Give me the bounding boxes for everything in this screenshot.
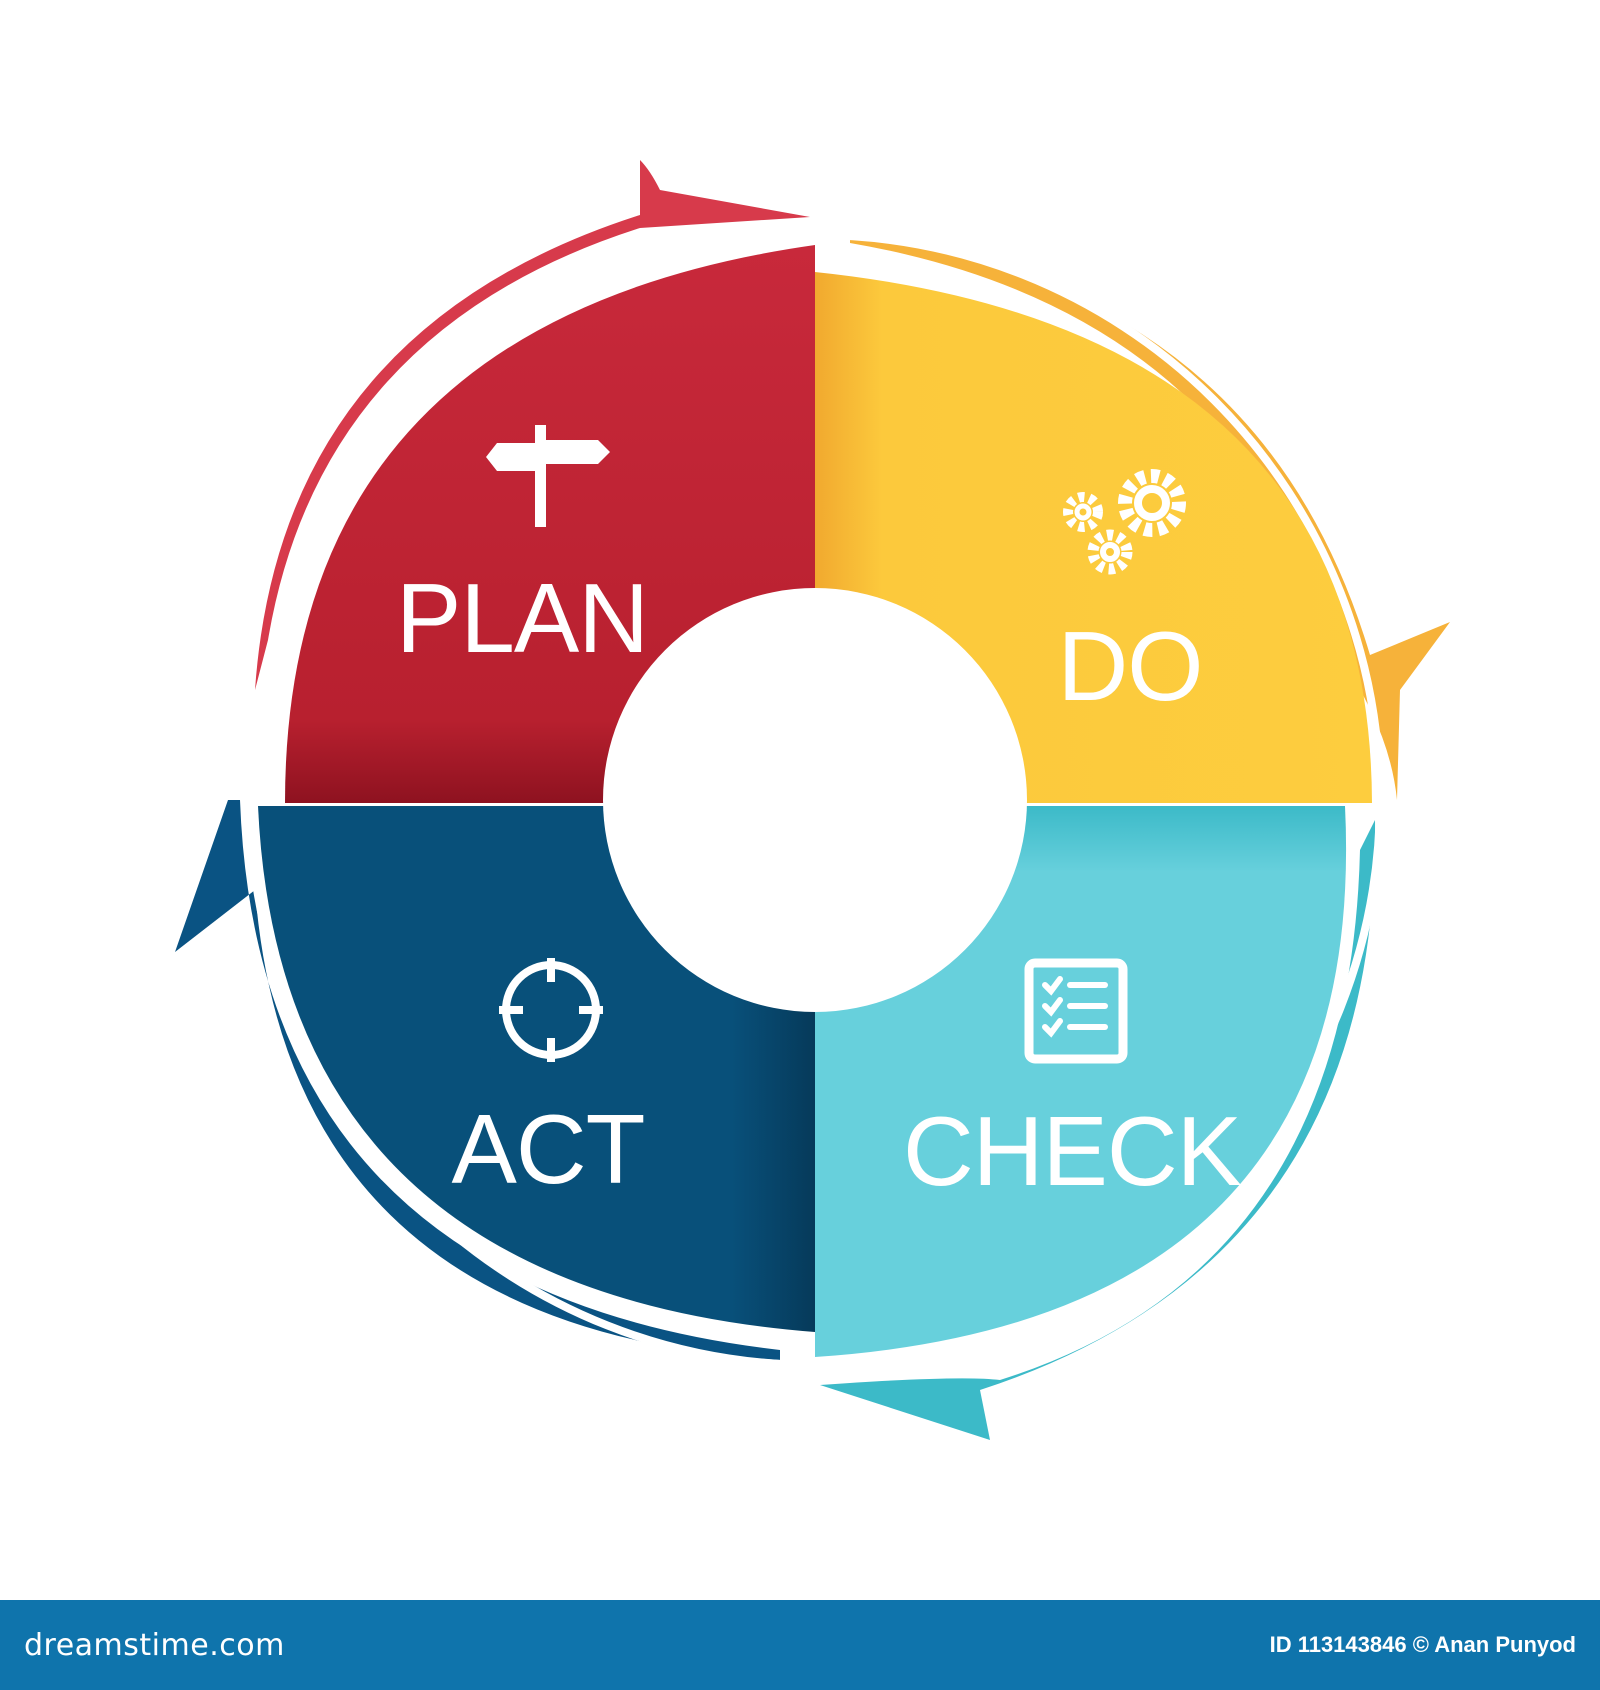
act-cycle-arrow — [175, 800, 780, 1360]
plan-cycle-arrow — [255, 160, 810, 690]
pdca-svg: PLAN DO CHECK ACT — [175, 160, 1450, 1440]
check-label: CHECK — [903, 1096, 1242, 1206]
signpost-icon — [486, 425, 610, 527]
footer-logo[interactable]: dreamstime.com — [24, 1627, 285, 1663]
target-icon — [499, 958, 603, 1062]
do-label: DO — [1058, 611, 1203, 721]
footer-bar: dreamstime.com ID 113143846 © Anan Punyo… — [0, 1600, 1600, 1690]
footer-credit: ID 113143846 © Anan Punyod — [1269, 1632, 1576, 1657]
center-circle — [603, 588, 1027, 1012]
act-label: ACT — [452, 1094, 645, 1204]
separator-ring — [246, 231, 1384, 1369]
gears-icon — [1063, 469, 1186, 575]
plan-label: PLAN — [396, 563, 648, 673]
checklist-icon — [1024, 958, 1128, 1064]
pdca-cycle-diagram: PLAN DO CHECK ACT — [175, 160, 1450, 1440]
